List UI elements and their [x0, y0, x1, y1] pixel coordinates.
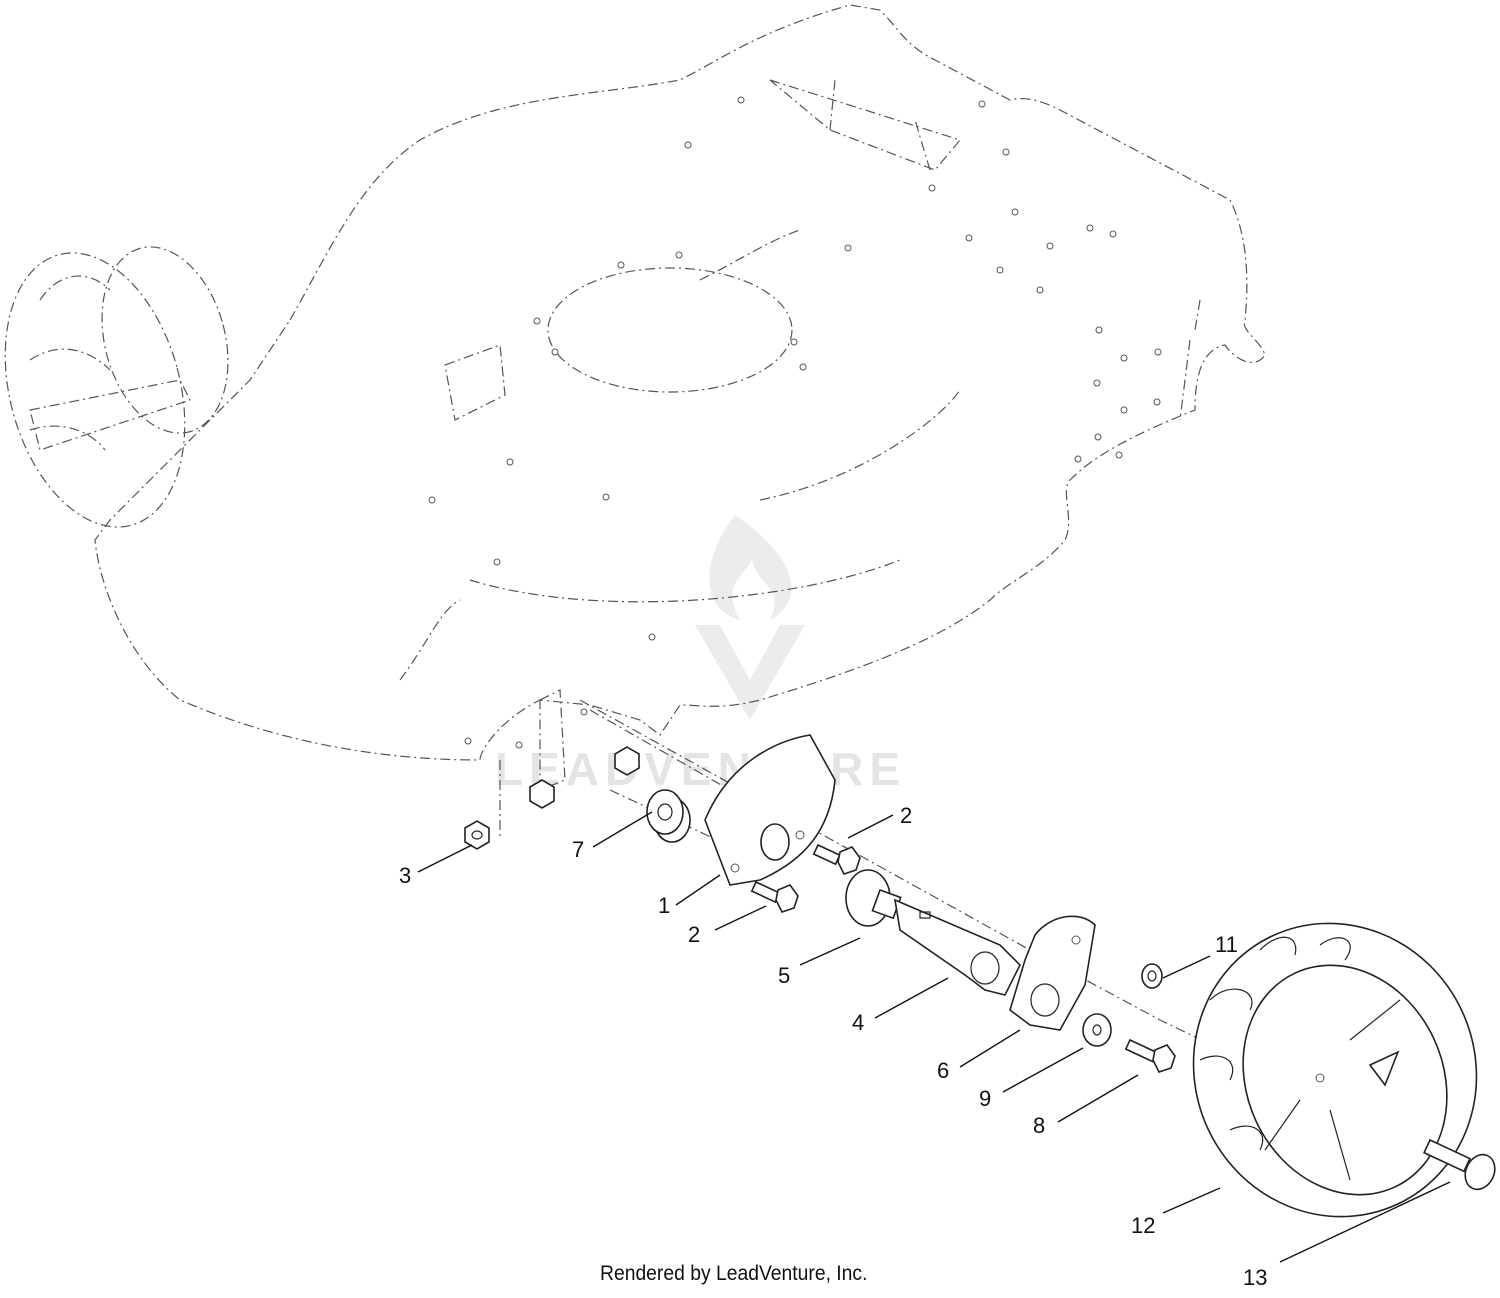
callout-1: 1	[658, 893, 670, 918]
part-12-wheel	[1192, 922, 1478, 1218]
callout-13: 13	[1243, 1265, 1267, 1290]
part-4-axle	[893, 898, 1021, 996]
leader-lines	[417, 811, 1451, 1263]
part-7-bushing	[646, 789, 691, 843]
nuts-upper	[529, 746, 640, 809]
part-6-bracket	[1009, 915, 1096, 1031]
callout-2-upper: 2	[900, 803, 912, 828]
mower-deck	[94, 4, 1266, 761]
callout-5: 5	[778, 963, 790, 988]
part-13-bolt	[1423, 1138, 1496, 1191]
callout-labels: 1 2 2 3 4 5 6 7 8 9 11 12 13	[399, 803, 1267, 1290]
leadventure-watermark: LEADVENTURE	[495, 515, 906, 795]
part-11-washer	[1141, 963, 1163, 989]
deck-holes	[428, 96, 1162, 749]
part-2-bolt-lower	[750, 880, 799, 913]
part-3-nut	[464, 820, 490, 850]
part-2-bolt-upper	[812, 843, 861, 875]
deck-mount-bracket	[499, 689, 566, 840]
part-9-washer	[1082, 1013, 1112, 1047]
part-5-knob	[845, 869, 902, 927]
callout-4: 4	[852, 1010, 864, 1035]
footer-credit: Rendered by LeadVenture, Inc.	[600, 1262, 868, 1285]
callout-6: 6	[937, 1058, 949, 1083]
callout-11: 11	[1215, 932, 1238, 957]
callout-8: 8	[1033, 1113, 1045, 1138]
callout-12: 12	[1131, 1213, 1155, 1238]
callout-3: 3	[399, 863, 411, 888]
callout-9: 9	[979, 1086, 991, 1111]
part-8-bolt	[1124, 1038, 1176, 1073]
left-wheel	[4, 246, 229, 528]
part-1-plate	[704, 734, 836, 886]
callout-7: 7	[572, 837, 584, 862]
watermark-text: LEADVENTURE	[495, 743, 906, 795]
callout-2-lower: 2	[688, 922, 700, 947]
